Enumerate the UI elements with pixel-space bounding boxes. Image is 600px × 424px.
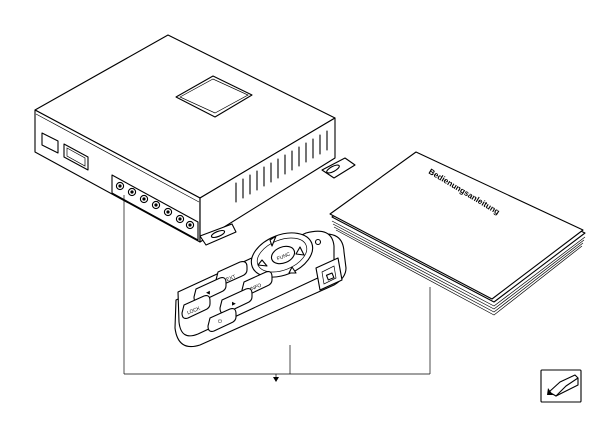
control-unit-label-recess (175, 75, 253, 118)
power-button[interactable] (207, 308, 237, 332)
antenna-connectors (111, 174, 199, 241)
bracket-arrow-icon (273, 377, 279, 382)
dpad-up-arrow-icon (269, 235, 277, 247)
control-unit (34, 34, 356, 246)
led-indicator (314, 238, 322, 246)
next-button-label: ▶ (232, 301, 236, 307)
dpad-down-arrow-icon (288, 266, 297, 274)
socket-small (41, 132, 59, 154)
vent-slots (235, 130, 328, 203)
text-button-label: TEXT (223, 274, 237, 284)
arrow-bracket-icon[interactable] (540, 369, 582, 403)
func-button[interactable] (269, 243, 297, 267)
dpad-left-arrow-icon (257, 259, 268, 267)
info-button-label: INFO (249, 283, 262, 293)
page-link-arrowhead-icon (547, 388, 553, 395)
manual-cover (329, 151, 584, 300)
lock-button[interactable] (181, 295, 211, 319)
assembly-bracket (123, 195, 431, 382)
func-button-label: FUNC (276, 251, 291, 262)
socket-large (63, 143, 89, 171)
lock-button-label: LOCK (186, 305, 201, 316)
connector-sockets (41, 132, 89, 171)
remote-control: FUNC TEXT INFO ◀ ▶ LOCK ⏻ (174, 230, 347, 348)
operating-manual: Bedienungsanleitung (329, 151, 586, 316)
prev-button-label: ◀ (206, 290, 210, 296)
dpad-right-arrow-icon (295, 246, 305, 256)
power-button-icon: ⏻ (218, 319, 222, 325)
